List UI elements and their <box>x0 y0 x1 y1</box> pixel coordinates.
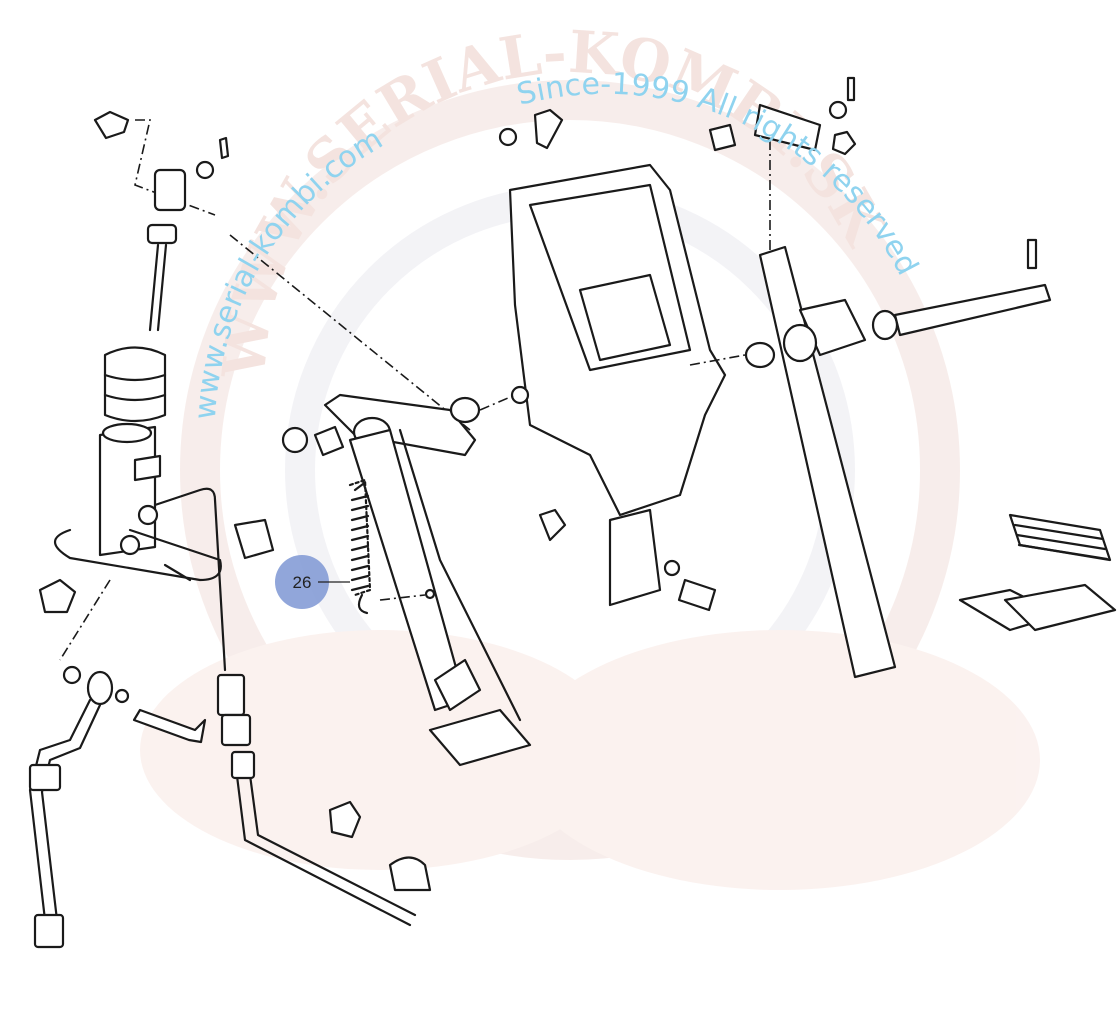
clutch-pedal <box>229 234 532 767</box>
clutch-master-cylinder <box>28 110 432 949</box>
brake-pedal <box>708 76 1117 679</box>
callout-badge[interactable] <box>275 555 329 609</box>
callout-label: 26 <box>293 573 312 592</box>
callout-26[interactable]: 26 <box>275 555 350 609</box>
pedal-bracket <box>449 108 776 612</box>
return-spring <box>350 482 370 615</box>
